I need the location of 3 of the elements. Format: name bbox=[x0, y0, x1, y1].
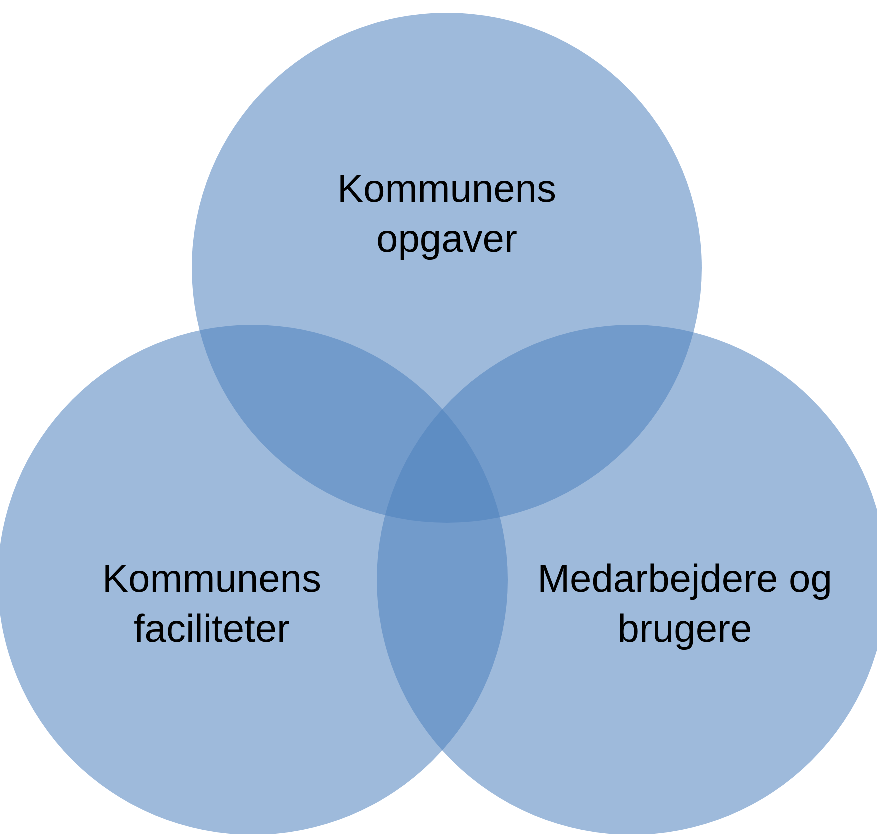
circle-label: Medarbejdere og brugere bbox=[536, 557, 834, 653]
circle-label: Kommunens opgaver bbox=[336, 167, 558, 263]
circle-label: Kommunens faciliteter bbox=[102, 557, 322, 653]
